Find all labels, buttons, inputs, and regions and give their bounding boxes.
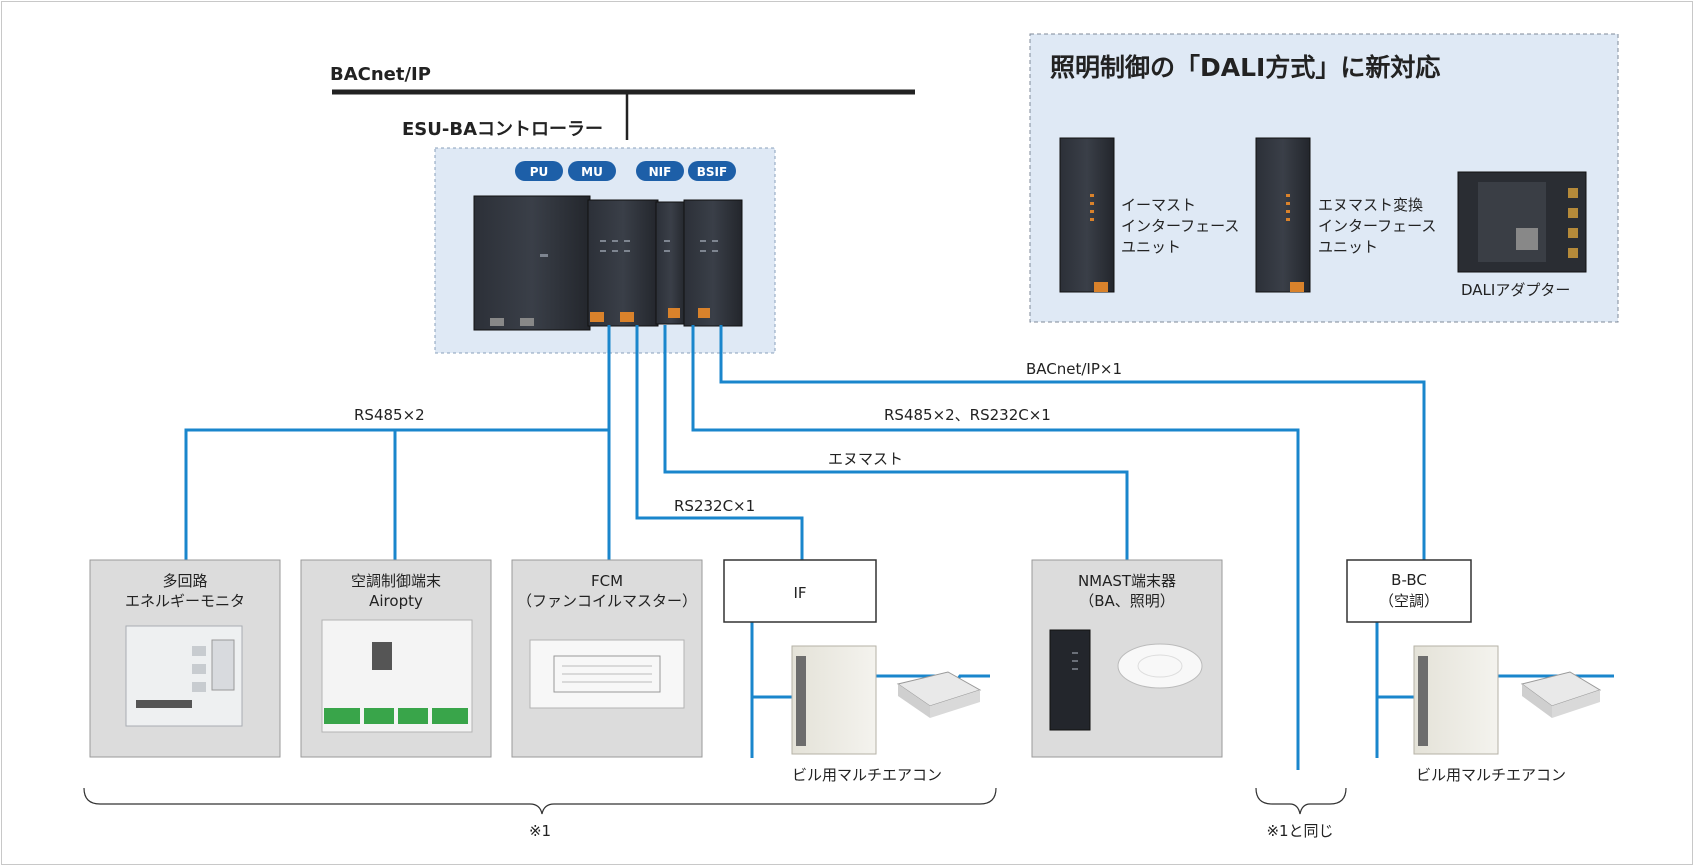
bus-label: BACnet/IP xyxy=(330,64,431,85)
enmast-line1: エヌマスト変換 xyxy=(1318,196,1423,214)
device-if: IF xyxy=(723,559,877,623)
badge-nif xyxy=(636,161,684,181)
label-bacnet-ip: BACnet/IP×1 xyxy=(1026,360,1122,378)
wire-rs485-trunk xyxy=(184,428,609,560)
brace-note-1 xyxy=(83,787,997,815)
emast-line1: イーマスト xyxy=(1121,196,1196,214)
fcm-line2: （ファンコイルマスター） xyxy=(517,592,697,610)
dali-enmast-unit: エヌマスト変換 インターフェース ユニット xyxy=(1255,137,1436,293)
badge-mu-label: MU xyxy=(581,165,603,179)
dali-title: 照明制御の「DALI方式」に新対応 xyxy=(1050,53,1440,82)
note-1: ※1 xyxy=(529,822,551,840)
if-label: IF xyxy=(793,584,806,602)
aircon-group-2: ビル用マルチエアコン xyxy=(1413,645,1602,784)
wire-rs232 xyxy=(635,325,804,560)
badge-nif-label: NIF xyxy=(649,165,672,179)
note-same: ※1と同じ xyxy=(1266,822,1333,840)
badge-pu-label: PU xyxy=(530,165,549,179)
aircon-label-2: ビル用マルチエアコン xyxy=(1416,766,1566,784)
label-rs485-rs232: RS485×2、RS232C×1 xyxy=(884,406,1051,424)
enmast-line3: ユニット xyxy=(1318,238,1378,256)
connection-wires xyxy=(184,325,1614,770)
device-airopty: 空調制御端末 Airopty xyxy=(300,559,492,758)
dali-adapter: DALIアダプター xyxy=(1457,171,1587,299)
label-rs232: RS232C×1 xyxy=(674,497,755,515)
wire-bacnet-ip xyxy=(719,325,1426,560)
device-fcm: FCM （ファンコイルマスター） xyxy=(511,559,703,758)
badge-pu xyxy=(515,161,563,181)
badge-bsif-label: BSIF xyxy=(697,165,727,179)
device-nmast: NMAST端末器 （BA、照明） xyxy=(1031,559,1223,758)
energy-monitor-line1: 多回路 xyxy=(162,572,207,590)
label-rs485: RS485×2 xyxy=(354,406,425,424)
nmast-line1: NMAST端末器 xyxy=(1078,572,1176,590)
fcm-line1: FCM xyxy=(591,572,623,590)
dali-emast-unit: イーマスト インターフェース ユニット xyxy=(1059,137,1239,293)
airopty-line1: 空調制御端末 xyxy=(351,572,441,590)
emast-line2: インターフェース xyxy=(1121,217,1239,235)
bbc-line2: （空調） xyxy=(1379,592,1439,610)
badge-mu xyxy=(568,161,616,181)
aircon-group-1: ビル用マルチエアコン xyxy=(791,645,982,784)
label-enmast: エヌマスト xyxy=(828,450,903,468)
device-bbc: B-BC （空調） xyxy=(1346,559,1472,623)
wire-enmast xyxy=(663,325,1129,560)
wire-rs485-rs232 xyxy=(691,325,1300,770)
controller-title: ESU-BAコントローラー xyxy=(402,119,603,140)
enmast-line2: インターフェース xyxy=(1318,217,1436,235)
aircon-label-1: ビル用マルチエアコン xyxy=(792,766,942,784)
device-energy-monitor: 多回路 エネルギーモニタ xyxy=(89,559,281,758)
airopty-line2: Airopty xyxy=(369,592,423,610)
energy-monitor-line2: エネルギーモニタ xyxy=(125,592,245,610)
badge-bsif xyxy=(688,161,736,181)
bbc-line1: B-BC xyxy=(1391,571,1427,589)
controller-hardware xyxy=(473,195,743,331)
nmast-line2: （BA、照明） xyxy=(1079,592,1175,610)
emast-line3: ユニット xyxy=(1121,238,1181,256)
module-badges: PU MU NIF BSIF xyxy=(515,161,736,181)
brace-note-same xyxy=(1255,787,1347,815)
dali-adapter-label: DALIアダプター xyxy=(1461,281,1570,299)
